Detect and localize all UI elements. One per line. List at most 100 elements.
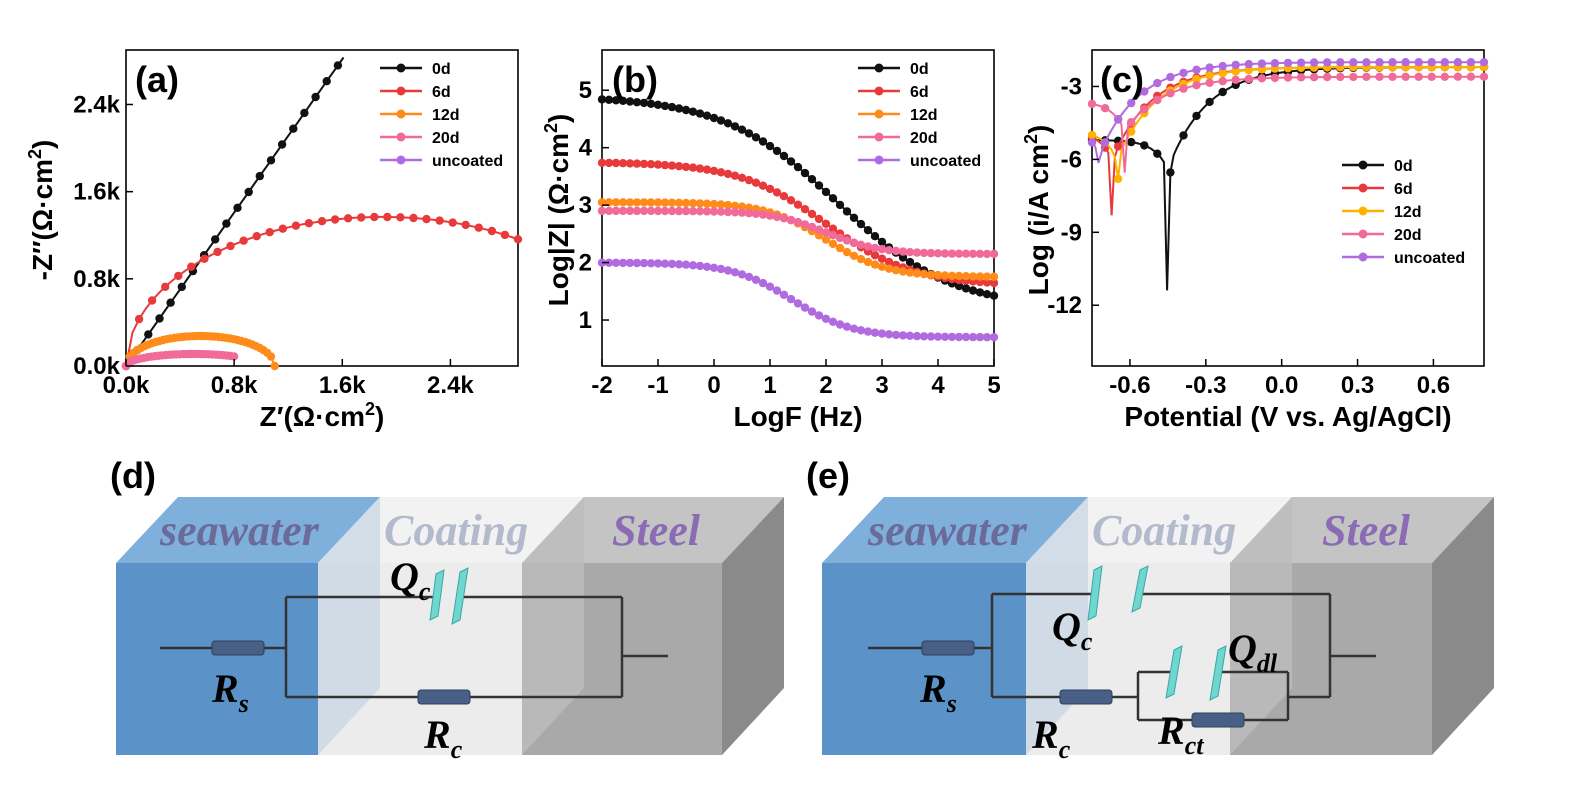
series-0d-point [961, 284, 971, 293]
series-20d-point [723, 207, 733, 217]
series-0d-point [244, 187, 253, 197]
legend-a-marker [396, 63, 406, 73]
series-uncoated-point [912, 331, 922, 341]
series-0d-point [730, 122, 740, 131]
series-0d-point [779, 151, 789, 161]
series-uncoated-point [968, 332, 978, 342]
series-20d-point [947, 249, 957, 258]
series-0d-point [744, 129, 754, 138]
coating-block-top [318, 497, 584, 563]
series-12d-point [877, 262, 887, 271]
series-0d-point [989, 291, 999, 300]
x-tick-label: 3 [875, 372, 888, 399]
series-6d-point [646, 160, 656, 169]
series-6d-point [317, 217, 327, 226]
series-20d-point [1127, 118, 1136, 127]
series-uncoated-point [1349, 58, 1358, 67]
series-6d-point [695, 164, 705, 173]
series-20d-point [639, 206, 649, 216]
legend-b-marker [874, 63, 884, 73]
series-20d-point [1375, 72, 1384, 82]
series-12d-point [625, 198, 635, 207]
series-uncoated-point [1140, 87, 1149, 96]
series-6d-point [870, 251, 880, 260]
series-0d-point [821, 187, 831, 197]
steel-block-side-e [1432, 497, 1494, 755]
legend-c-label: 6d [1394, 181, 1413, 198]
series-6d-point [653, 160, 663, 169]
series-12d-point [709, 199, 719, 209]
series-6d-point [604, 158, 614, 168]
series-uncoated-point [1179, 68, 1188, 78]
y-tick-label: -6 [1061, 146, 1082, 173]
series-uncoated-point [1153, 78, 1162, 88]
series-uncoated-point [632, 258, 642, 268]
series-12d-point [933, 270, 943, 280]
seawater-label-d: seawater [159, 506, 320, 555]
series-uncoated-point [982, 333, 992, 342]
series-0d-point [709, 113, 719, 123]
series-20d-point [779, 214, 789, 223]
series-20d-point [1401, 72, 1410, 82]
series-uncoated-point [940, 332, 950, 341]
series-12d-point [821, 235, 831, 244]
series-20d-point [863, 242, 873, 251]
series-0d-point [681, 105, 691, 115]
series-6d-point [513, 235, 523, 244]
series-20d-point [597, 206, 607, 216]
series-0d-point [653, 100, 663, 110]
series-0d-point [863, 226, 873, 235]
series-12d-point [1087, 130, 1097, 140]
series-20d-point [1257, 74, 1267, 83]
series-uncoated-point [793, 299, 803, 308]
series-20d-point [884, 246, 894, 255]
series-0d-point [289, 124, 298, 133]
label-rct-e: Rct [1157, 708, 1204, 760]
series-6d-point [370, 212, 379, 222]
series-12d-point [975, 272, 985, 281]
series-uncoated-point [877, 329, 887, 338]
series-6d-point [448, 218, 457, 227]
series-6d-point [239, 236, 248, 245]
series-6d-point [674, 162, 684, 171]
series-uncoated-point [625, 258, 635, 268]
legend-a-label: 20d [432, 130, 460, 147]
series-6d-point [422, 214, 431, 224]
series-uncoated-point [807, 307, 817, 316]
series-uncoated-point [779, 290, 789, 299]
series-20d-point [709, 207, 719, 216]
series-0d-point [177, 282, 186, 292]
series-uncoated-point [954, 332, 964, 342]
series-0d-point [1166, 168, 1175, 177]
series-12d-point [968, 272, 978, 281]
series-6d-point [660, 160, 670, 170]
series-6d-point [435, 216, 444, 225]
series-12d-point [856, 254, 866, 264]
series-0d-point [814, 181, 824, 190]
capacitor-plate-1-d [429, 569, 445, 621]
series-12d-point [716, 200, 726, 209]
series-0d-point [842, 207, 852, 216]
series-0d-point [604, 95, 614, 105]
series-6d-point [161, 282, 170, 291]
series-12d-line [1091, 66, 1484, 179]
series-12d-point [674, 198, 684, 207]
series-20d-point [786, 215, 796, 225]
series-20d-point [716, 207, 726, 216]
series-12d-point [1192, 74, 1201, 84]
steel-overlay [522, 497, 584, 755]
series-6d-point [681, 162, 691, 172]
series-0d-point [144, 330, 153, 339]
series-6d-point [304, 219, 314, 228]
series-uncoated-point [961, 332, 971, 342]
series-uncoated-point [1388, 58, 1397, 67]
coating-label-d: Coating [384, 506, 528, 555]
series-20d-point [1283, 73, 1293, 82]
series-uncoated-point [765, 282, 775, 291]
x-tick-label: 0.3 [1341, 372, 1374, 399]
y-tick-label: 0.0k [73, 353, 120, 380]
panel-b-label: (b) [612, 59, 658, 100]
